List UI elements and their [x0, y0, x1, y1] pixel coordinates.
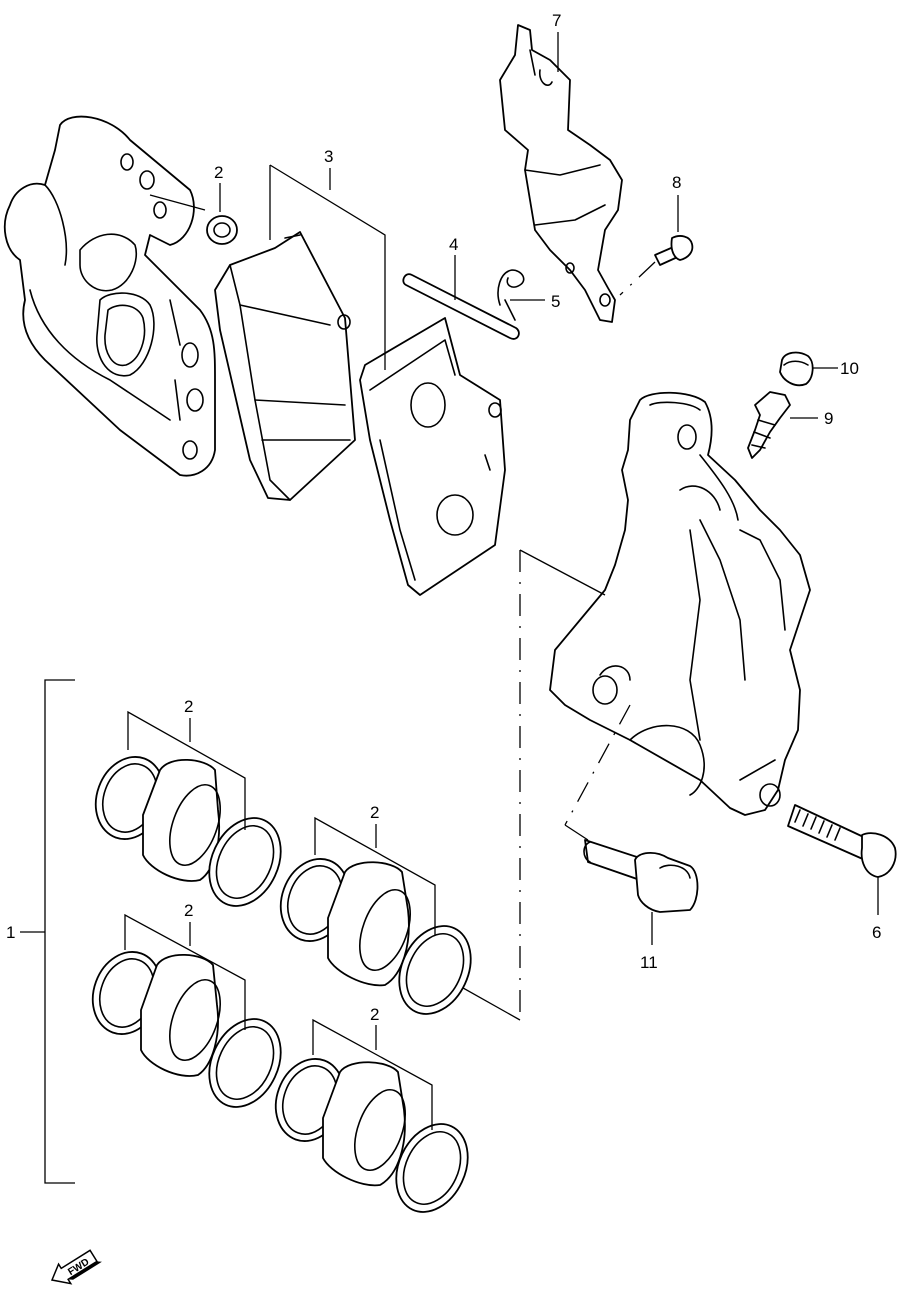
- callout-10: 10: [840, 359, 859, 378]
- assembly-guide-top: [519, 549, 606, 596]
- caliper-bolt-11: [583, 839, 699, 913]
- callout-1: 1: [6, 923, 15, 942]
- small-screw: [654, 235, 694, 266]
- pad-spring-plate: [499, 24, 623, 323]
- bracket-1: [44, 679, 75, 1184]
- forward-arrow-icon: FWD: [50, 1249, 102, 1285]
- callout-4: 4: [449, 235, 458, 254]
- bolt-11-axis-end: [564, 824, 589, 841]
- pin-clip: [497, 269, 525, 321]
- caliper-bolt-6: [787, 804, 897, 878]
- leader-3: [269, 164, 386, 370]
- leader-2-set3: [124, 913, 246, 1030]
- callout-11: 11: [640, 953, 658, 972]
- caliper-body-bracket: [549, 391, 811, 816]
- callout-6: 6: [872, 923, 881, 942]
- callout-9: 9: [824, 409, 833, 428]
- callout-2-set2: 2: [370, 803, 379, 822]
- bleeder-valve: [747, 391, 791, 459]
- piston-set-2: [279, 858, 472, 1015]
- leader-2-set4: [312, 1018, 433, 1130]
- leader-2-set2: [314, 816, 436, 935]
- pad-pin: [402, 273, 520, 340]
- caliper-body-half: [3, 115, 216, 477]
- callout-7: 7: [552, 11, 561, 30]
- callout-2-set4: 2: [370, 1005, 379, 1024]
- piston-set-3: [91, 951, 282, 1108]
- callout-5: 5: [551, 292, 560, 311]
- callout-8: 8: [672, 173, 681, 192]
- callout-2-set3: 2: [184, 901, 193, 920]
- brake-pad-front: [214, 231, 356, 501]
- callout-2-top: 2: [214, 163, 223, 182]
- piston-set-1: [94, 756, 282, 907]
- callout-2-set1: 2: [184, 697, 193, 716]
- piston-set-4: [274, 1058, 469, 1213]
- seal-ring-small: [206, 215, 238, 245]
- leader-2-set1: [127, 710, 246, 830]
- callout-3: 3: [324, 147, 333, 166]
- screw-8-axis: [619, 261, 656, 296]
- bleeder-cap: [779, 351, 814, 387]
- brake-pad-rear: [359, 317, 506, 596]
